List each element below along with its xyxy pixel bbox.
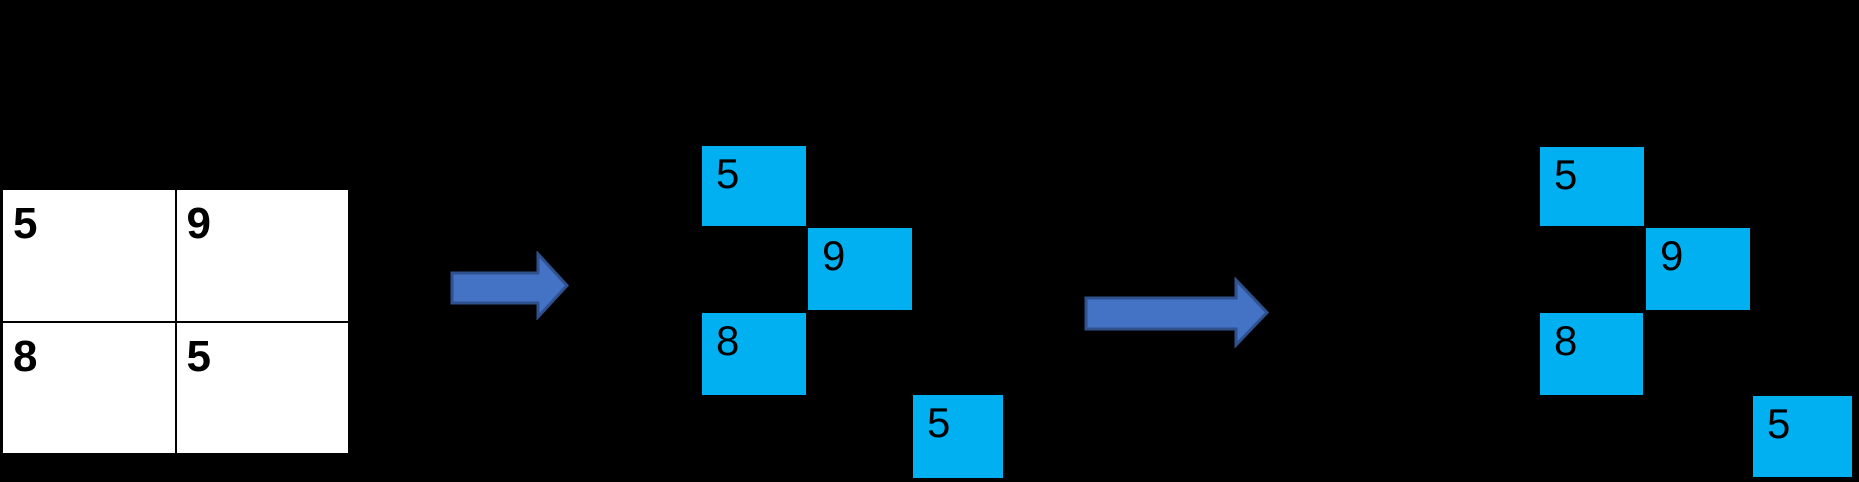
block-value: 8 [716,317,740,364]
cyan-block-g1-r2c0: 8 [702,313,806,395]
table-cell-r1c0: 8 [3,322,175,453]
cyan-block-g1-r0c0: 5 [702,146,806,226]
cyan-block-g1-r1c1: 9 [808,228,912,310]
cyan-block-g2-r2c0: 8 [1540,313,1643,395]
block-value: 5 [716,150,740,197]
block-value: 5 [1554,151,1578,198]
table-cell-r0c0: 5 [3,190,175,321]
block-value: 9 [1660,232,1684,279]
block-value: 8 [1554,317,1578,364]
right-arrow-icon [450,251,570,320]
block-value: 9 [822,232,846,279]
right-arrow-icon [1084,277,1270,348]
table-cell-r1c1: 5 [176,322,348,453]
block-value: 5 [1767,400,1791,447]
matrix-table: 5 9 8 5 [2,189,349,454]
cyan-block-g1-r3c2: 5 [913,395,1003,478]
cyan-block-g2-r1c1: 9 [1646,228,1750,310]
table-cell-r0c1: 9 [176,190,348,321]
cyan-block-g2-r0c0: 5 [1540,147,1644,226]
cyan-block-g2-r3c2: 5 [1753,396,1852,477]
block-value: 5 [927,399,951,446]
